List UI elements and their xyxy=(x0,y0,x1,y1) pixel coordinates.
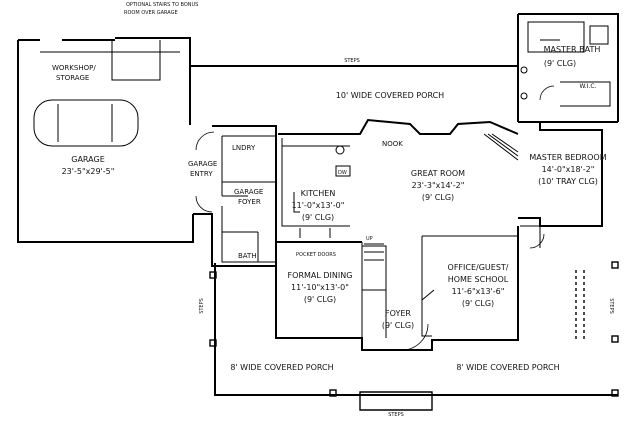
ten-ft-porch-label: 10' WIDE COVERED PORCH xyxy=(336,91,444,100)
room-labels: OPTIONAL STAIRS TO BONUS ROOM OVER GARAG… xyxy=(52,2,614,418)
steps-right-label: STEPS xyxy=(608,298,614,314)
workshop-label-2: STORAGE xyxy=(56,74,89,82)
fixtures xyxy=(299,25,609,261)
steps-bottom-label: STEPS xyxy=(388,412,404,418)
porch-right-label: 8' WIDE COVERED PORCH xyxy=(456,363,559,372)
master-bedroom-ceiling: (10' TRAY CLG) xyxy=(538,177,598,186)
dishwasher-label: DW xyxy=(338,170,347,176)
formal-dining-ceiling: (9' CLG) xyxy=(304,295,336,304)
master-bedroom-dimensions: 14'-0"x18'-2" xyxy=(542,165,595,174)
formal-dining-dimensions: 11'-10"x13'-0" xyxy=(291,283,349,292)
master-bath-label: MASTER BATH xyxy=(544,45,601,54)
great-room-ceiling: (9' CLG) xyxy=(422,193,454,202)
kitchen-dimensions: 11'-0"x13'-0" xyxy=(292,201,345,210)
laundry-label: LNDRY xyxy=(232,144,256,152)
garage-entry-label-2: ENTRY xyxy=(190,170,213,178)
garage-foyer-label-2: FOYER xyxy=(238,198,261,206)
garage-label: GARAGE xyxy=(71,155,105,164)
office-ceiling: (9' CLG) xyxy=(462,299,494,308)
kitchen-ceiling: (9' CLG) xyxy=(302,213,334,222)
master-bath-ceiling: (9' CLG) xyxy=(544,59,576,68)
nook-label: NOOK xyxy=(382,140,403,148)
kitchen-label: KITCHEN xyxy=(301,189,336,198)
porch-columns xyxy=(209,261,619,411)
great-room-label: GREAT ROOM xyxy=(411,169,465,178)
office-label-2: HOME SCHOOL xyxy=(448,275,509,284)
walls xyxy=(17,13,619,396)
stair-up-label: UP xyxy=(366,236,373,242)
garage-entry-label: GARAGE xyxy=(188,160,217,168)
great-room-dimensions: 23'-3"x14'-2" xyxy=(412,181,465,190)
stair-note-line-2: ROOM OVER GARAGE xyxy=(124,10,178,16)
steps-top-label: STEPS xyxy=(344,58,360,64)
garage-cars xyxy=(33,99,139,147)
foyer-label: FOYER xyxy=(385,309,411,318)
office-label: OFFICE/GUEST/ xyxy=(448,263,509,272)
office-dimensions: 11'-6"x13'-6" xyxy=(452,287,505,296)
garage-dimensions: 23'-5"x29'-5" xyxy=(62,167,115,176)
interior-walls xyxy=(40,21,611,338)
master-bedroom-label: MASTER BEDROOM xyxy=(529,153,606,162)
stair-note-line-1: OPTIONAL STAIRS TO BONUS xyxy=(126,2,198,8)
pocket-doors-label: POCKET DOORS xyxy=(296,252,336,258)
workshop-label: WORKSHOP/ xyxy=(52,64,96,72)
doors xyxy=(195,85,555,351)
steps-left-label: STEPS xyxy=(199,298,205,314)
porch-left-label: 8' WIDE COVERED PORCH xyxy=(230,363,333,372)
garage-foyer-label: GARAGE xyxy=(234,188,263,196)
foyer-ceiling: (9' CLG) xyxy=(382,321,414,330)
formal-dining-label: FORMAL DINING xyxy=(288,271,353,280)
wic-label: W.I.C. xyxy=(580,83,597,90)
bath-label: BATH xyxy=(238,252,257,260)
